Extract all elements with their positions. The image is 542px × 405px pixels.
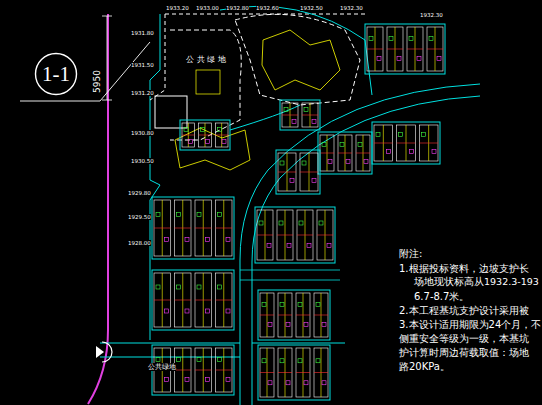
elevation: 1931.50 (131, 62, 154, 68)
elevation: 1932.60 (256, 5, 279, 11)
elevation: 1933.00 (196, 5, 219, 11)
elevation: 1930.50 (131, 158, 154, 164)
section-callout: 1-1 (34, 52, 78, 96)
note-line: 2.本工程基坑支护设计采用被 (399, 305, 529, 317)
elevation: 1930.80 (131, 130, 154, 136)
elevation: 1932.30 (340, 5, 363, 11)
note-line: 路20KPa。 (399, 361, 450, 373)
note-line: 1.根据投标资料，边坡支护长 (399, 263, 529, 275)
elevation: 1928.00 (128, 240, 151, 246)
zone-name: 公 共 绿 地 (186, 55, 226, 64)
note-heading: 附注: (399, 248, 422, 260)
note-line: 场地现状标高从1932.3-193 (414, 277, 539, 288)
dimension: 5950 (92, 70, 102, 93)
elevation: 1932.30 (420, 12, 443, 18)
elevation: 1929.50 (128, 214, 151, 220)
section-mark: 1-1 (42, 64, 70, 85)
elevation: 1931.20 (131, 90, 154, 96)
note-line: 3.本设计适用期限为24个月，不 (399, 319, 541, 331)
elevation: 1932.80 (226, 5, 249, 11)
note-line: 侧重安全等级为一级，本基坑 (399, 333, 529, 345)
elevation: 1932.50 (300, 5, 323, 11)
zone-name: 公共绿地 (148, 363, 176, 371)
elevation: 1931.80 (131, 30, 154, 36)
note-line: 护计算时周边荷载取值：场地 (399, 347, 529, 359)
note-line: 6.7-8.7米。 (414, 291, 469, 303)
elevation: 1933.20 (166, 5, 189, 11)
elevation: 1929.80 (128, 190, 151, 196)
